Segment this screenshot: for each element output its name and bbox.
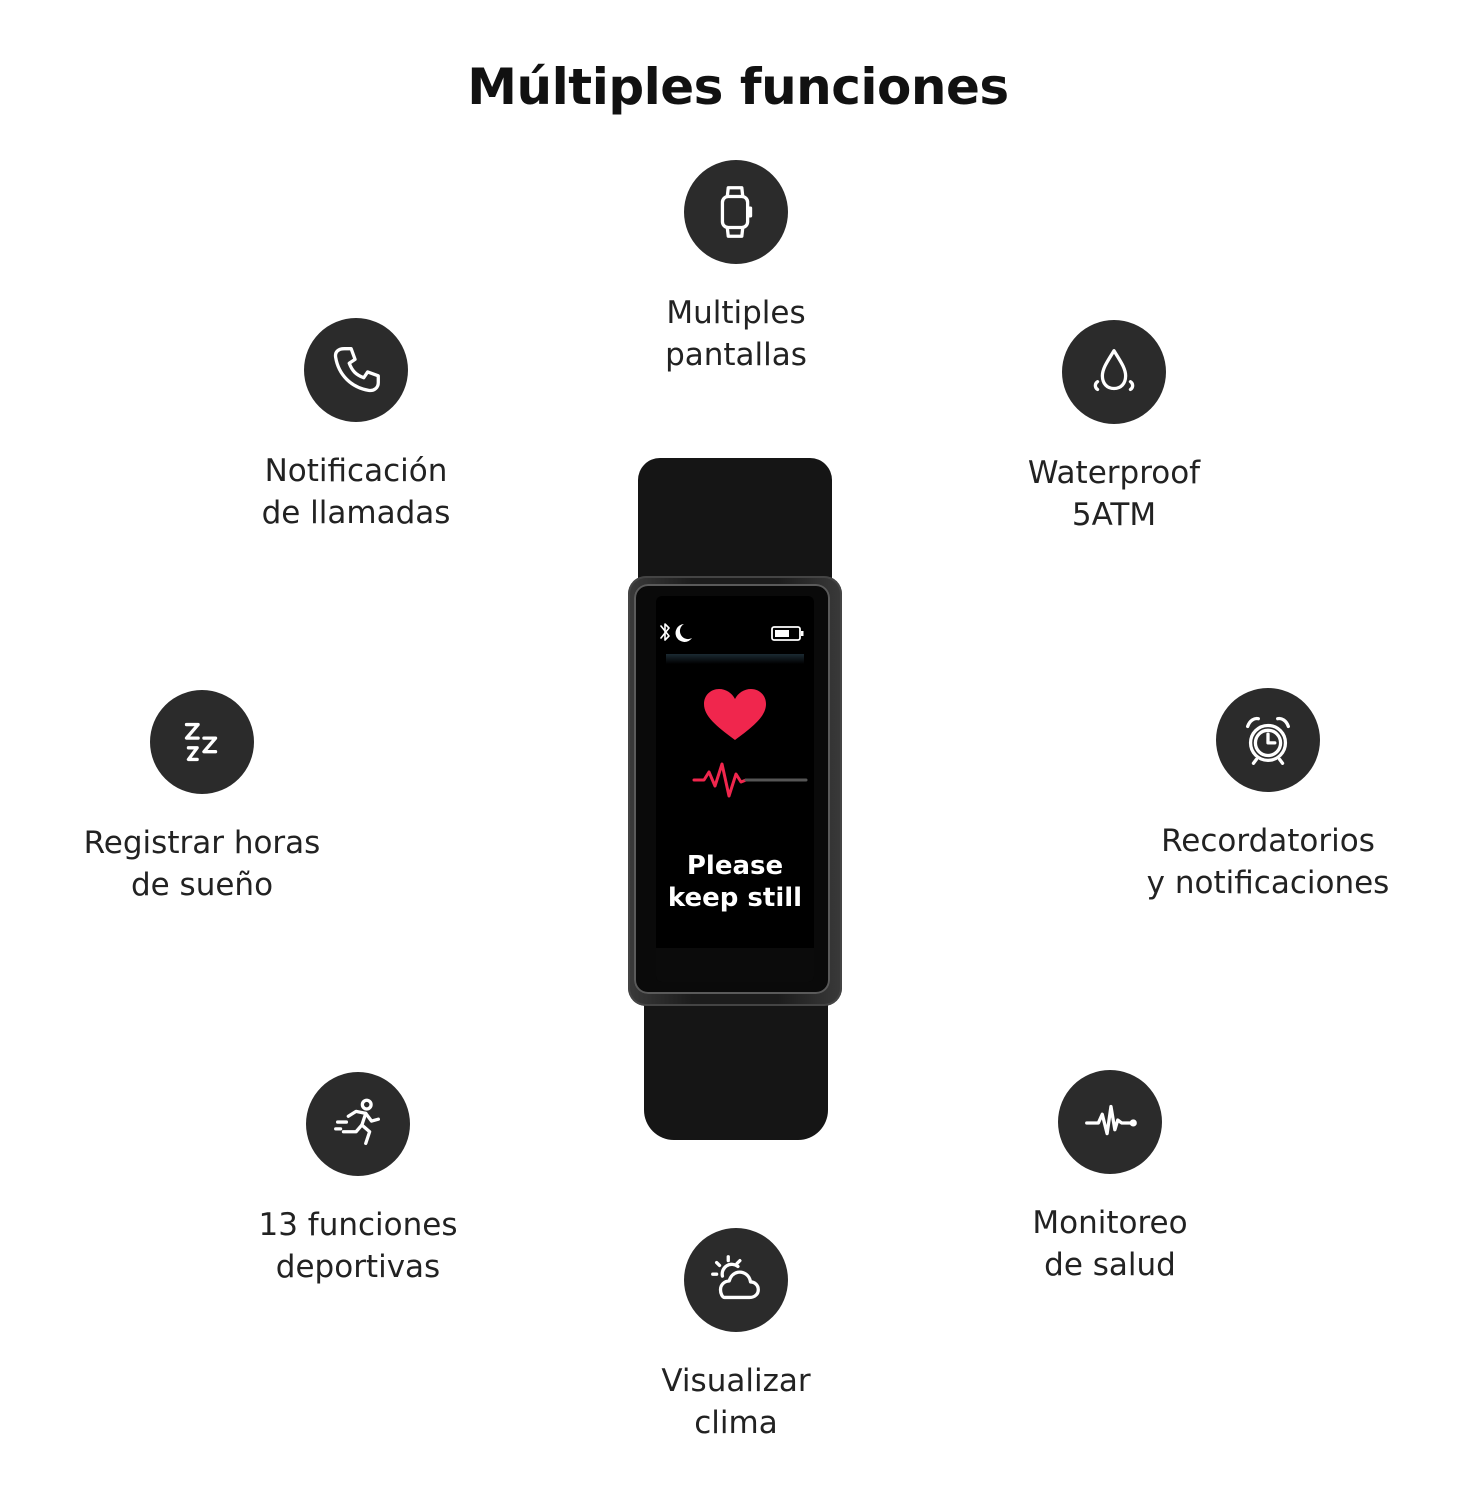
ecg-line — [692, 762, 748, 798]
heart-icon — [704, 689, 766, 740]
watch-icon — [684, 160, 788, 264]
bluetooth-icon — [660, 623, 670, 641]
moon-icon — [675, 624, 692, 642]
heart-rate-graphic — [692, 689, 808, 798]
band-screen: Please keep still — [656, 596, 814, 982]
status-bar — [660, 623, 804, 642]
sleep-zzz-icon — [150, 690, 254, 794]
battery-icon — [771, 626, 804, 641]
smart-band-device: Please keep still — [628, 458, 842, 1140]
page-title: Múltiples funciones — [467, 58, 1009, 116]
water-drop-icon — [1062, 320, 1166, 424]
screen-bottom-band — [656, 948, 814, 982]
runner-icon — [306, 1072, 410, 1176]
phone-icon — [304, 318, 408, 422]
screen-message: Please keep still — [667, 851, 803, 913]
weather-icon — [684, 1228, 788, 1332]
alarm-clock-icon — [1216, 688, 1320, 792]
band-strap-bottom — [644, 998, 828, 1140]
screen-divider — [666, 654, 804, 664]
band-strap-top — [638, 458, 832, 598]
heartbeat-icon — [1058, 1070, 1162, 1174]
band-bezel: Please keep still — [634, 584, 830, 994]
band-case: Please keep still — [628, 576, 842, 1006]
